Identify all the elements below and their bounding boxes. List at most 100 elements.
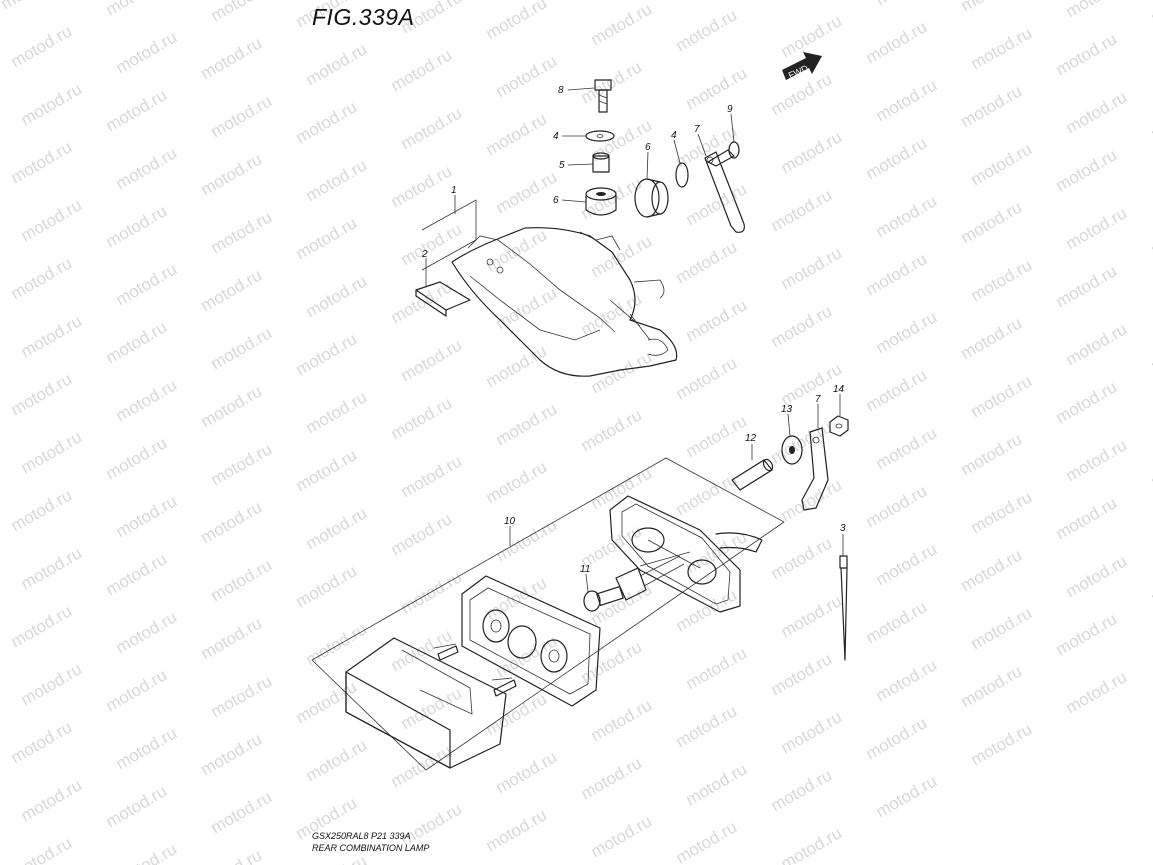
callout-number: 12: [745, 433, 757, 444]
watermark-text: motod.ru: [968, 139, 1036, 189]
watermark-text: motod.ru: [113, 259, 181, 309]
watermark-text: motod.ru: [1063, 319, 1131, 369]
bracket-lower-part: [801, 427, 829, 511]
watermark-text: motod.ru: [398, 219, 466, 269]
watermark-text: motod.ru: [768, 765, 836, 815]
watermark-text: motod.ru: [303, 155, 371, 205]
callout-number: 13: [781, 404, 793, 415]
watermark-text: motod.ru: [18, 79, 86, 129]
watermark-text: motod.ru: [863, 133, 931, 183]
watermark-text: motod.ru: [958, 429, 1026, 479]
watermark-text: motod.ru: [873, 75, 941, 125]
watermark-text: motod.ru: [113, 375, 181, 425]
grommet-side-part: [634, 178, 669, 218]
watermark-text: motod.ru: [778, 127, 846, 177]
callout-number: 11: [580, 564, 590, 575]
watermark-text: motod.ru: [198, 149, 266, 199]
watermark-text: motod.ru: [103, 433, 171, 483]
callout-number: 4: [671, 130, 677, 141]
watermark-text: motod.ru: [873, 191, 941, 241]
watermark-text: motod.ru: [673, 353, 741, 403]
callout-number: 8: [558, 85, 564, 96]
watermark-text: motod.ru: [8, 601, 76, 651]
watermark-text: motod.ru: [8, 485, 76, 535]
stud-part: [437, 645, 517, 697]
callout-number: 2: [421, 249, 428, 260]
watermark-text: motod.ru: [198, 613, 266, 663]
watermark-text: motod.ru: [683, 759, 751, 809]
watermark-text: motod.ru: [103, 201, 171, 251]
watermark-text: motod.ru: [778, 243, 846, 293]
bolt-part: [594, 79, 612, 113]
watermark-text: motod.ru: [8, 717, 76, 767]
tail-lamp-housing: [451, 227, 678, 377]
watermark-text: motod.ru: [863, 713, 931, 763]
watermark-text: motod.ru: [958, 0, 1026, 15]
watermark-text: motod.ru: [1053, 377, 1121, 427]
watermark-text: motod.ru: [208, 91, 276, 141]
watermark-text: motod.ru: [8, 21, 76, 71]
watermark-text: motod.ru: [958, 313, 1026, 363]
watermark-text: motod.ru: [493, 167, 561, 217]
watermark-text: motod.ru: [958, 81, 1026, 131]
watermark-text: motod.ru: [673, 237, 741, 287]
watermark-text: motod.ru: [113, 607, 181, 657]
watermark-text: motod.ru: [588, 347, 656, 397]
watermark-text: motod.ru: [873, 423, 941, 473]
watermark-text: motod.ru: [208, 439, 276, 489]
watermark-text: motod.ru: [113, 491, 181, 541]
watermark-text: motod.ru: [873, 0, 941, 9]
watermark-text: motod.ru: [18, 775, 86, 825]
footer-code: GSX250RAL8 P21 339A: [312, 831, 411, 841]
watermark-text: motod.ru: [113, 723, 181, 773]
watermark-text: motod.ru: [303, 503, 371, 553]
watermark-text: motod.ru: [1148, 0, 1153, 27]
watermark-text: motod.ru: [398, 335, 466, 385]
watermark-text: motod.ru: [778, 823, 846, 865]
watermark-text: motod.ru: [198, 729, 266, 779]
watermark-text: motod.ru: [388, 393, 456, 443]
watermark-text: motod.ru: [198, 497, 266, 547]
watermark-text: motod.ru: [683, 411, 751, 461]
watermark-text: motod.ru: [113, 27, 181, 77]
watermark-text: motod.ru: [18, 311, 86, 361]
watermark-text: motod.ru: [778, 591, 846, 641]
watermark-text: motod.ru: [863, 365, 931, 415]
watermark-text: motod.ru: [103, 85, 171, 135]
watermark-text: motod.ru: [863, 481, 931, 531]
watermark-text: motod.ru: [208, 555, 276, 605]
footer-caption: REAR COMBINATION LAMP: [312, 843, 430, 853]
watermark-text: motod.ru: [873, 655, 941, 705]
watermark-text: motod.ru: [863, 249, 931, 299]
watermark-text: motod.ru: [398, 567, 466, 617]
watermark-text: motod.ru: [588, 695, 656, 745]
grommet-part: [585, 187, 617, 216]
callout-number: 7: [815, 394, 821, 405]
lens-cover-part: [345, 637, 513, 769]
watermark-text: motod.ru: [1053, 145, 1121, 195]
watermark-text: motod.ru: [1148, 557, 1153, 607]
watermark-text: motod.ru: [483, 573, 551, 623]
watermark-text: motod.ru: [103, 549, 171, 599]
watermark-text: motod.ru: [673, 701, 741, 751]
watermark-text: motod.ru: [483, 109, 551, 159]
watermark-text: motod.ru: [1053, 609, 1121, 659]
watermark-text: motod.ru: [1148, 93, 1153, 143]
watermark-text: motod.ru: [873, 539, 941, 589]
watermark-text: motod.ru: [493, 747, 561, 797]
callout-number: 9: [727, 104, 733, 115]
watermark-text: motod.ru: [113, 839, 181, 865]
watermark-text: motod.ru: [1053, 493, 1121, 543]
watermark-text: motod.ru: [683, 295, 751, 345]
watermark-text: motod.ru: [683, 63, 751, 113]
figure-footer: GSX250RAL8 P21 339A REAR COMBINATION LAM…: [312, 830, 429, 854]
cable-tie-part: [839, 555, 848, 661]
watermark-text: motod.ru: [208, 671, 276, 721]
watermark-text: motod.ru: [1063, 667, 1131, 717]
watermark-text: motod.ru: [303, 39, 371, 89]
watermark-text: motod.ru: [398, 451, 466, 501]
figure-title: FIG.339A: [312, 4, 415, 30]
watermark-text: motod.ru: [198, 33, 266, 83]
watermark-text: motod.ru: [483, 689, 551, 739]
